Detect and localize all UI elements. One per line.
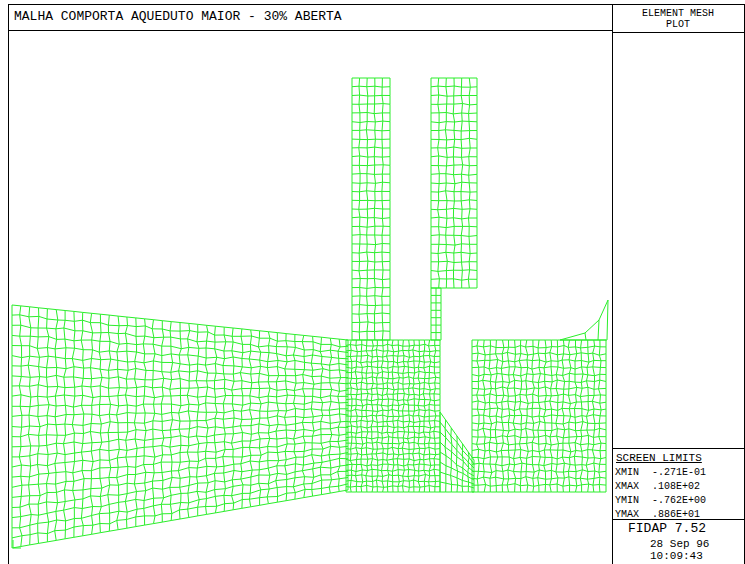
limit-name: XMAX [615,481,639,492]
limit-value: -.762E+00 [652,495,706,506]
plot-type: ELEMENT MESH PLOT [640,8,716,30]
limit-name: YMAX [615,509,639,520]
plot-time: 10:09:43 [650,550,703,562]
plot-title: MALHA COMPORTA AQUEDUTO MAIOR - 30% ABER… [14,10,342,24]
screen-limits-heading: SCREEN LIMITS [616,452,702,464]
limit-value: .108E+02 [652,481,700,492]
limit-value: .886E+01 [652,509,700,520]
software-version: FIDAP 7.52 [628,522,706,536]
limit-value: -.271E-01 [652,467,706,478]
plot-date: 28 Sep 96 [650,538,709,550]
limit-name: XMIN [615,467,639,478]
limit-name: YMIN [615,495,639,506]
